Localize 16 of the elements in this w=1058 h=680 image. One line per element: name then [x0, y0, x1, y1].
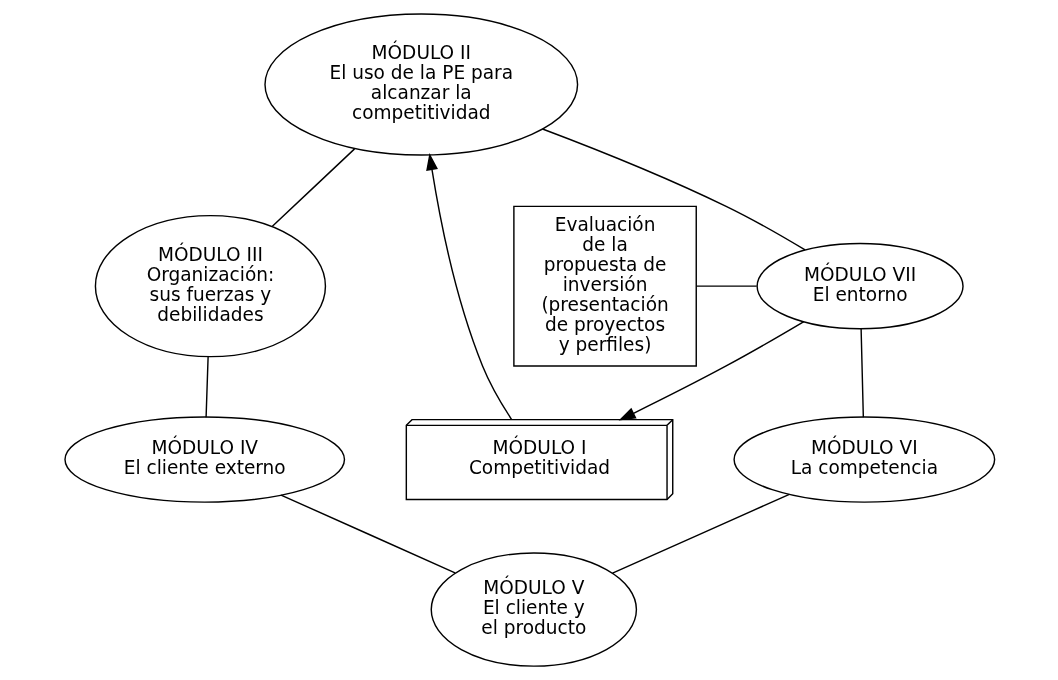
node-ellipse: MÓDULO V El cliente y el producto — [430, 552, 637, 667]
arrow — [425, 153, 512, 420]
connector — [271, 148, 355, 227]
node-box: Evaluación de la propuesta de inversión (presentación de proyectos y perfiles) — [512, 205, 697, 367]
node-ellipse: MÓDULO VII El entorno — [755, 242, 964, 330]
connector — [204, 356, 209, 418]
connector — [611, 493, 790, 574]
node-ellipse: MÓDULO VI La competencia — [732, 416, 995, 503]
connector — [279, 494, 456, 574]
node-ellipse: MÓDULO III Organización: sus fuerzas y debilidades — [94, 214, 326, 358]
arrow — [618, 320, 805, 421]
connector — [859, 328, 864, 418]
node-ellipse: MÓDULO IV El cliente externo — [63, 416, 345, 503]
connector — [541, 128, 806, 251]
node-ellipse: MÓDULO II El uso de la PE para alcanzar la competitividad — [263, 13, 578, 156]
connector — [695, 285, 757, 287]
